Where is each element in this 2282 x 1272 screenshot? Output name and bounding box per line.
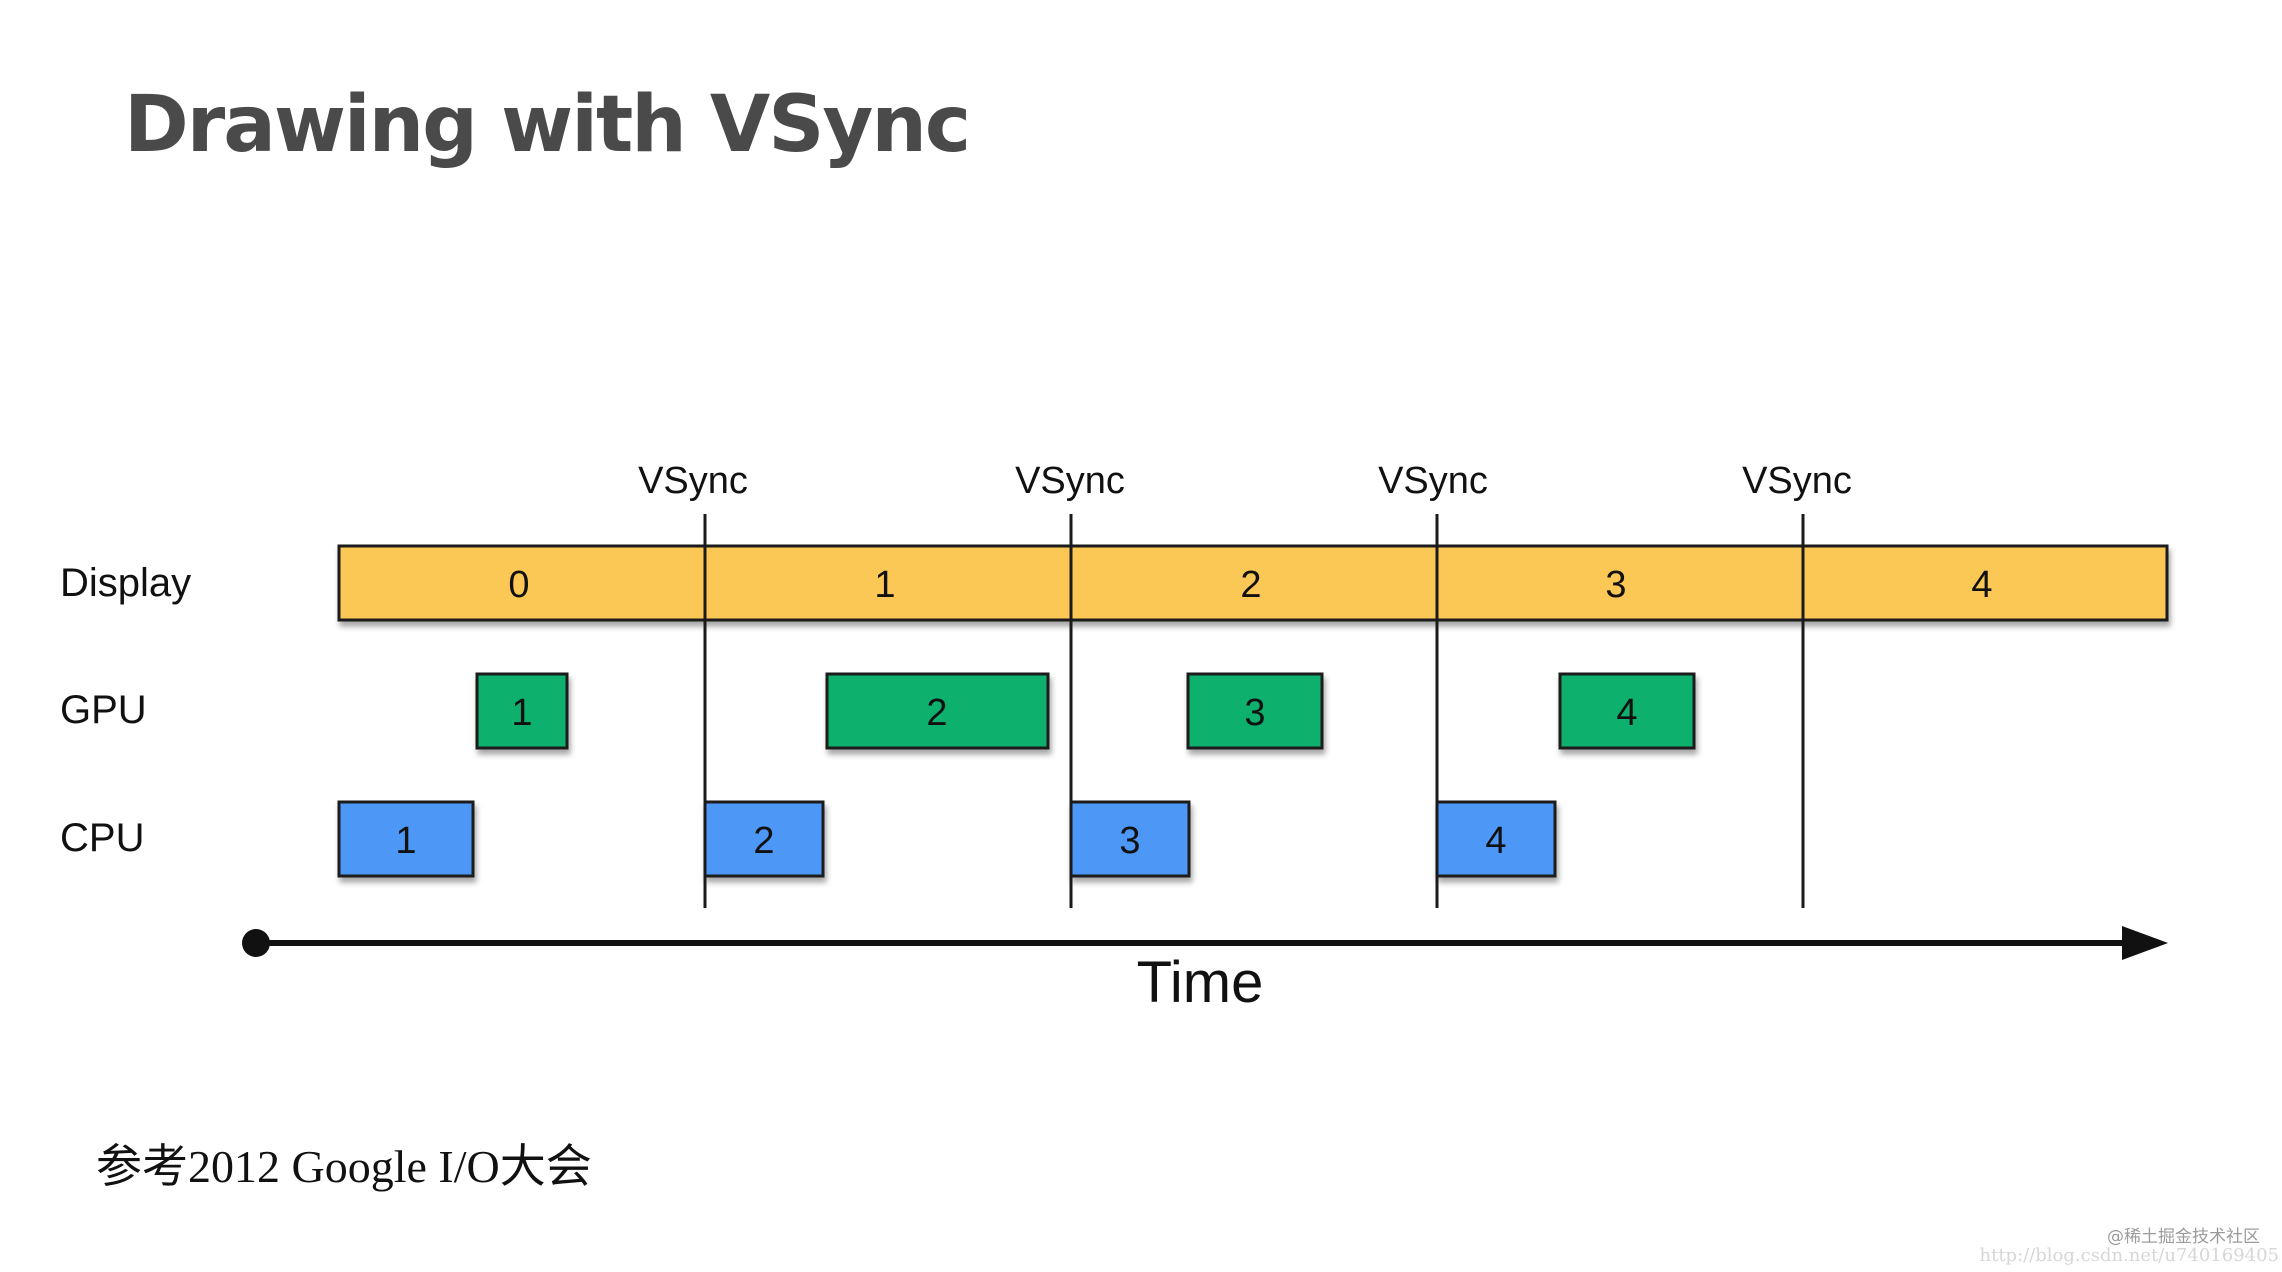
- vsync-label: VSync: [1378, 460, 1488, 502]
- cpu-frame-label: 3: [1119, 820, 1140, 862]
- gpu-frame-box: [475, 672, 569, 750]
- row-label-gpu: GPU: [60, 688, 147, 732]
- gpu-frame-label: 2: [926, 692, 947, 734]
- display-bar: [337, 544, 2169, 622]
- display-frame-label: 1: [874, 564, 895, 606]
- gpu-frame-box: [1186, 672, 1324, 750]
- cpu-row: 1 2 3 4: [337, 800, 1557, 878]
- cpu-frame-box: [337, 800, 475, 878]
- gpu-frame-label: 1: [511, 692, 532, 734]
- gpu-frame-box: [1558, 672, 1696, 750]
- display-row: 0 1 2 3 4: [337, 544, 2169, 622]
- gpu-frame-label: 3: [1244, 692, 1265, 734]
- gpu-frame-box: [825, 672, 1050, 750]
- vsync-markers: VSync VSync VSync VSync: [638, 460, 1852, 908]
- time-axis-arrowhead: [2122, 926, 2168, 960]
- cpu-frame-label: 2: [753, 820, 774, 862]
- vsync-label: VSync: [638, 460, 748, 502]
- cpu-frame-box: [703, 800, 825, 878]
- display-frame-label: 2: [1240, 564, 1261, 606]
- display-frame-label: 3: [1605, 564, 1626, 606]
- display-frame-label: 0: [508, 564, 529, 606]
- row-label-display: Display: [60, 561, 191, 605]
- gpu-row: 1 2 3 4: [475, 672, 1696, 750]
- row-label-cpu: CPU: [60, 816, 144, 860]
- gpu-frame-label: 4: [1616, 692, 1637, 734]
- time-axis: Time: [242, 926, 2168, 1015]
- slide-title: Drawing with VSync: [124, 80, 971, 170]
- cpu-frame-label: 4: [1485, 820, 1506, 862]
- watermark-url: http://blog.csdn.net/u740169405: [1979, 1245, 2280, 1266]
- display-frame-label: 4: [1971, 564, 1992, 606]
- source-caption: 参考2012 Google I/O大会: [96, 1141, 592, 1192]
- time-axis-label: Time: [1137, 950, 1264, 1015]
- vsync-label: VSync: [1015, 460, 1125, 502]
- cpu-frame-label: 1: [395, 820, 416, 862]
- vsync-label: VSync: [1742, 460, 1852, 502]
- watermark-text: @稀土掘金技术社区: [2107, 1227, 2260, 1247]
